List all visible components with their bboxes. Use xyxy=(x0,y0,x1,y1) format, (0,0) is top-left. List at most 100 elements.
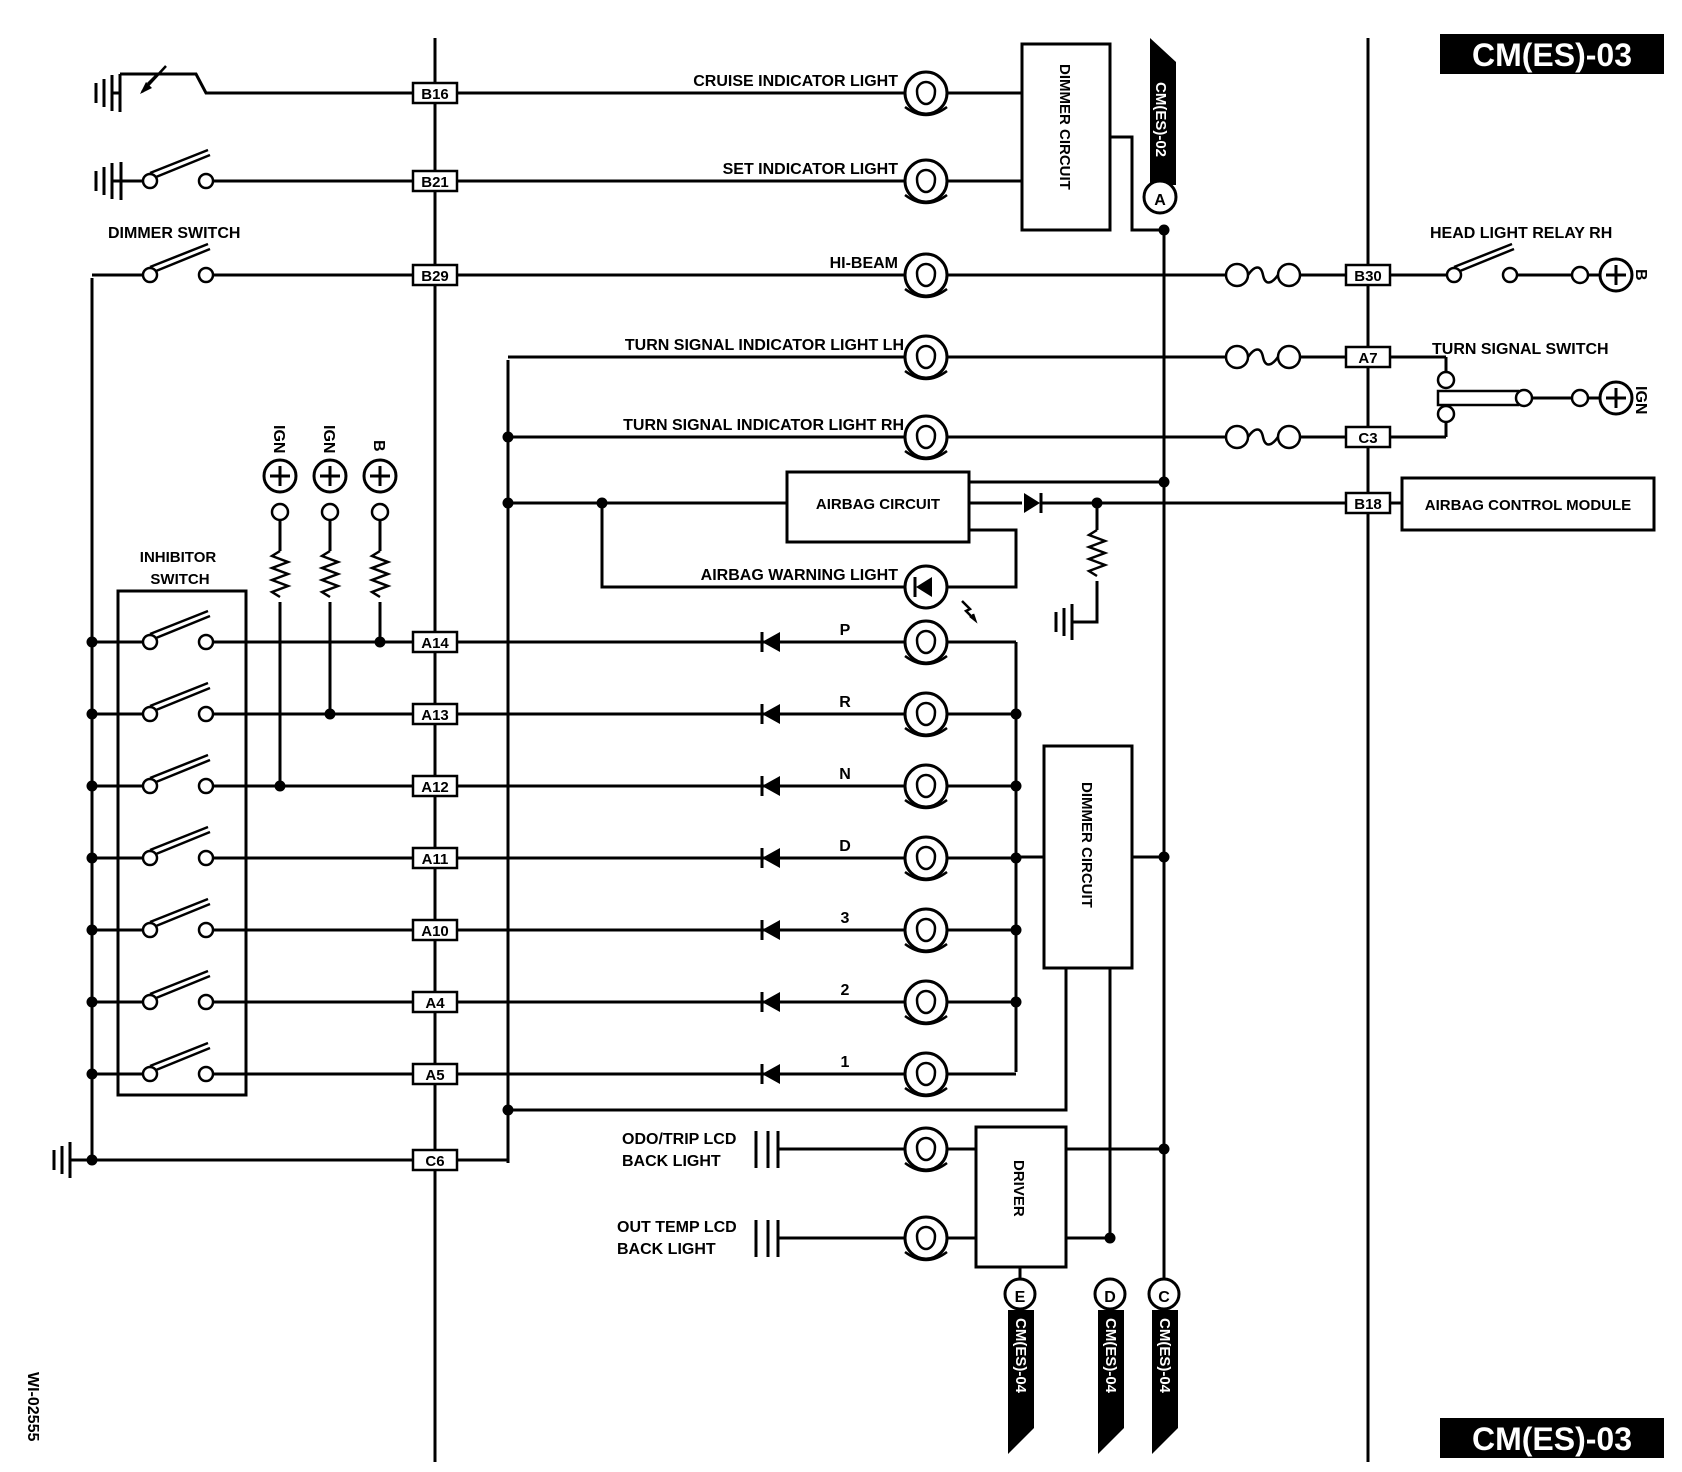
gear-label: D xyxy=(839,838,851,855)
svg-text:A11: A11 xyxy=(422,851,449,868)
turn-lh-label: TURN SIGNAL INDICATOR LIGHT LH xyxy=(625,337,904,354)
cruise-indicator-label: CRUISE INDICATOR LIGHT xyxy=(693,73,898,90)
svg-text:C: C xyxy=(1158,1289,1170,1306)
cruise-indicator-bulb xyxy=(903,70,949,117)
junction-dot xyxy=(502,431,514,443)
svg-text:IGN: IGN xyxy=(320,425,337,453)
junction-dot xyxy=(274,780,286,792)
svg-text:B18: B18 xyxy=(1354,496,1382,513)
junction-dot xyxy=(1158,851,1170,863)
turn-signal-switch-label: TURN SIGNAL SWITCH xyxy=(1432,341,1609,358)
connector-c3: C3 xyxy=(1344,425,1392,449)
svg-text:A13: A13 xyxy=(421,707,449,724)
junction-dot xyxy=(1104,1232,1116,1244)
out-temp-bulb xyxy=(903,1215,949,1262)
figure-id: WI-02555 xyxy=(24,1372,41,1441)
svg-text:C6: C6 xyxy=(425,1153,444,1170)
offpage-ref-c: C CM(ES)-04 xyxy=(1147,1277,1181,1454)
fuse-icon xyxy=(1224,344,1302,370)
svg-text:A14: A14 xyxy=(421,635,449,652)
junction-dot xyxy=(596,497,608,509)
ign-supply-1: IGN xyxy=(262,425,298,786)
svg-text:CM(ES)-04: CM(ES)-04 xyxy=(1102,1318,1119,1394)
junction-dot xyxy=(86,708,98,720)
offpage-ref-e: E CM(ES)-04 xyxy=(1003,1277,1037,1454)
gear-indicator-bulb xyxy=(903,835,949,882)
page-badge-top: CM(ES)-03 xyxy=(1440,34,1664,74)
diode-icon xyxy=(760,702,782,726)
driver-box xyxy=(974,1125,1068,1269)
svg-text:CM(ES)-03: CM(ES)-03 xyxy=(1472,37,1632,73)
diode-icon xyxy=(1024,493,1043,513)
dimmer-switch-icon xyxy=(141,242,215,284)
hi-beam-label: HI-BEAM xyxy=(830,255,898,272)
svg-text:CM(ES)-03: CM(ES)-03 xyxy=(1472,1421,1632,1457)
diode-icon xyxy=(760,918,782,942)
out-temp-label-2: BACK LIGHT xyxy=(617,1241,716,1258)
connector-a14: A14 xyxy=(411,630,459,654)
svg-text:E: E xyxy=(1015,1289,1026,1306)
svg-text:CM(ES)-04: CM(ES)-04 xyxy=(1156,1318,1173,1394)
inhibitor-label-2: SWITCH xyxy=(150,571,209,588)
svg-text:A10: A10 xyxy=(421,923,449,940)
inhibitor-switch-contact-icon xyxy=(141,681,215,723)
odo-lcd-capacitor xyxy=(754,1131,780,1168)
svg-text:B: B xyxy=(370,440,387,452)
dimmer-switch-label: DIMMER SWITCH xyxy=(108,225,240,242)
junction-dot xyxy=(1010,708,1022,720)
connector-a10: A10 xyxy=(411,918,459,942)
svg-text:D: D xyxy=(1104,1289,1116,1306)
diode-icon xyxy=(760,990,782,1014)
inhibitor-switch-contact-icon xyxy=(141,897,215,939)
svg-text:A4: A4 xyxy=(425,995,445,1012)
junction-dot xyxy=(86,1154,98,1166)
svg-text:A7: A7 xyxy=(1358,350,1377,367)
connector-b30: B30 xyxy=(1344,263,1392,287)
gear-label: 2 xyxy=(841,982,850,999)
diode-icon xyxy=(760,630,782,654)
gear-label: R xyxy=(839,694,851,711)
gear-indicator-bulb xyxy=(903,907,949,954)
ground-icon xyxy=(1054,602,1074,642)
fuse-icon xyxy=(1224,262,1302,288)
junction-dot xyxy=(1158,476,1170,488)
airbag-module-label: AIRBAG CONTROL MODULE xyxy=(1425,497,1631,514)
airbag-warning-led xyxy=(903,564,949,610)
turn-rh-label: TURN SIGNAL INDICATOR LIGHT RH xyxy=(623,417,904,434)
ign-supply-2: IGN xyxy=(312,425,348,714)
junction-dot xyxy=(1010,780,1022,792)
inhibitor-label-1: INHIBITOR xyxy=(140,549,217,566)
connector-c6: C6 xyxy=(411,1148,459,1172)
svg-text:C3: C3 xyxy=(1358,430,1377,447)
out-temp-capacitor xyxy=(754,1220,780,1257)
out-temp-label-1: OUT TEMP LCD xyxy=(617,1219,737,1236)
set-indicator-label: SET INDICATOR LIGHT xyxy=(723,161,899,178)
gear-indicator-bulb xyxy=(903,979,949,1026)
inhibitor-switch-box xyxy=(116,589,248,1097)
set-switch-icon xyxy=(141,148,215,190)
airbag-circuit-label: AIRBAG CIRCUIT xyxy=(816,496,940,513)
diode-icon xyxy=(760,1062,782,1086)
airbag-circuit-box xyxy=(785,470,971,544)
junction-dot xyxy=(86,780,98,792)
odo-lcd-label-1: ODO/TRIP LCD xyxy=(622,1131,736,1148)
svg-text:A5: A5 xyxy=(425,1067,444,1084)
page-badge-bottom: CM(ES)-03 xyxy=(1440,1418,1664,1458)
connector-a12: A12 xyxy=(411,774,459,798)
svg-text:IGN: IGN xyxy=(270,425,287,453)
dimmer-circuit-mid-label: DIMMER CIRCUIT xyxy=(1078,782,1095,908)
junction-dot xyxy=(86,852,98,864)
junction-dot xyxy=(374,636,386,648)
junction-dot xyxy=(1091,497,1103,509)
hi-beam-bulb xyxy=(903,252,949,299)
power-b-label: B xyxy=(1632,269,1649,281)
turn-rh-bulb xyxy=(903,414,949,461)
gear-indicator-bulb xyxy=(903,691,949,738)
head-light-relay-label: HEAD LIGHT RELAY RH xyxy=(1430,225,1612,242)
connector-b16: B16 xyxy=(411,81,459,105)
connector-a11: A11 xyxy=(411,846,459,870)
gear-indicator-bulb xyxy=(903,619,949,666)
connector-a7: A7 xyxy=(1344,345,1392,369)
fuse-icon xyxy=(1224,424,1302,450)
inhibitor-switch-contact-icon xyxy=(141,753,215,795)
